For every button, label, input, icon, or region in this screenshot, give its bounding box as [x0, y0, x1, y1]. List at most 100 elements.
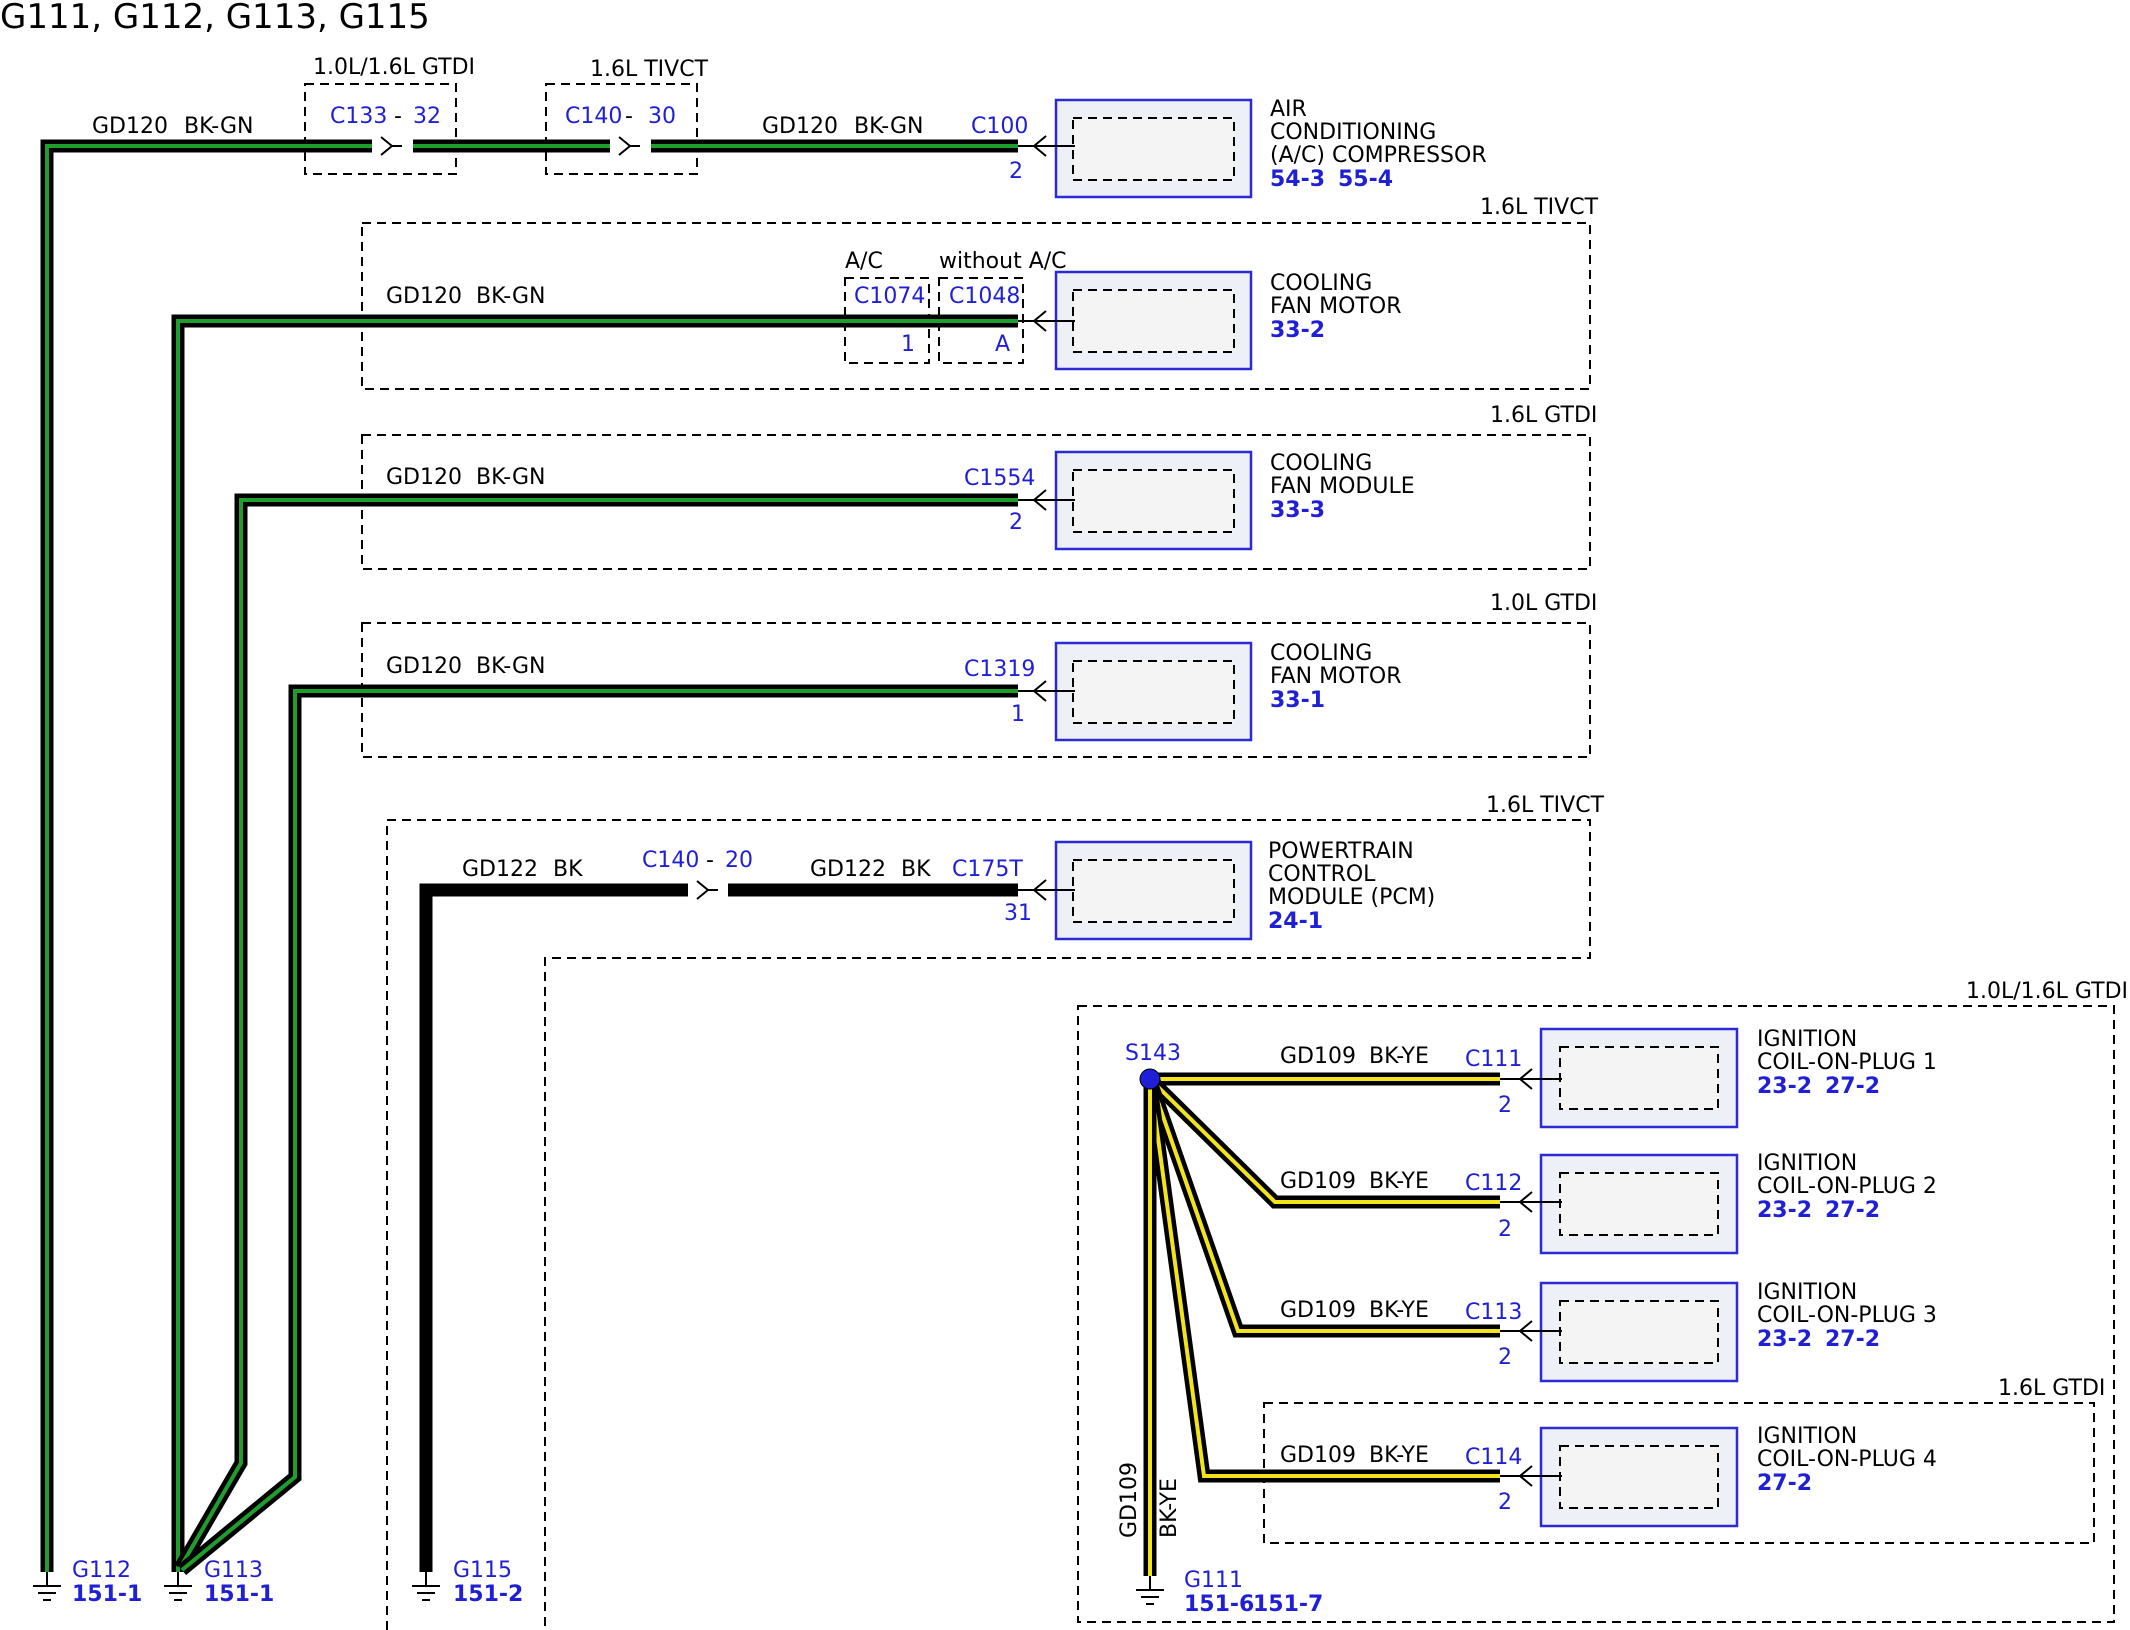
page-ref-link[interactable]: 33-1 [1270, 688, 1325, 713]
component-name-line: IGNITION [1757, 1027, 1857, 1052]
page-ref-link[interactable]: 151-7 [1253, 1592, 1323, 1617]
connector-c100-pin: 2 [1009, 159, 1023, 184]
wire-gd120-fan-b [177, 684, 1018, 1576]
component-label-coil-1: IGNITION COIL-ON-PLUG 1 23-2 27-2 [1757, 1027, 1937, 1099]
wire-label-circuit: GD109 [1280, 1443, 1356, 1468]
connector-c140[interactable]: C140 [642, 848, 699, 873]
page-ref-link[interactable]: 27-2 [1825, 1198, 1880, 1223]
connector-dash: - [625, 104, 633, 129]
connector-c175t[interactable]: C175T [952, 857, 1023, 882]
connector-c111-pin: 2 [1498, 1093, 1512, 1118]
connector-arrow-icon [1018, 310, 1075, 332]
page-ref-link[interactable]: 27-2 [1825, 1074, 1880, 1099]
connector-c113-pin: 2 [1498, 1345, 1512, 1370]
page-ref-link[interactable]: 151-1 [204, 1582, 274, 1607]
connector-c1048-pin: A [995, 332, 1010, 357]
wire-label-circuit: GD120 [386, 654, 462, 679]
connector-c133[interactable]: C133 [330, 104, 387, 129]
wire-label-color: BK-GN [854, 114, 923, 139]
component-label-coil-2: IGNITION COIL-ON-PLUG 2 23-2 27-2 [1757, 1151, 1937, 1223]
connector-arrow-icon [1500, 1068, 1562, 1090]
page-ref-link[interactable]: 151-2 [453, 1582, 523, 1607]
option-box-coil4 [1263, 1402, 2095, 1544]
connector-arrow-icon [1018, 135, 1075, 157]
connector-c112[interactable]: C112 [1465, 1171, 1522, 1196]
option-box-fan-motor-a [361, 222, 1591, 390]
component-inner-pcm [1072, 859, 1235, 923]
wire-label-circuit: GD120 [386, 284, 462, 309]
ground-symbol-icon [412, 1572, 440, 1601]
component-label-coil-3: IGNITION COIL-ON-PLUG 3 23-2 27-2 [1757, 1280, 1937, 1352]
wire-label-circuit: GD109 [1280, 1298, 1356, 1323]
connector-c1048[interactable]: C1048 [949, 284, 1020, 309]
page-ref-link[interactable]: 33-3 [1270, 498, 1325, 523]
connector-c111[interactable]: C111 [1465, 1047, 1522, 1072]
connector-arrow-icon [1500, 1320, 1562, 1342]
component-name-line: COOLING [1270, 451, 1372, 476]
component-name-line: MODULE (PCM) [1268, 885, 1435, 910]
component-name-line: POWERTRAIN [1268, 839, 1414, 864]
connector-c1074[interactable]: C1074 [854, 284, 925, 309]
ground-g115[interactable]: G115 [453, 1558, 512, 1583]
component-name-line: COIL-ON-PLUG 1 [1757, 1050, 1937, 1075]
component-name-line: COIL-ON-PLUG 3 [1757, 1303, 1937, 1328]
component-label-coil-4: IGNITION COIL-ON-PLUG 4 27-2 [1757, 1424, 1937, 1496]
component-inner-ac [1072, 117, 1235, 181]
ground-symbol-icon [164, 1572, 192, 1601]
page-ref-link[interactable]: 55-4 [1338, 167, 1393, 192]
wire-label-circuit: GD109 [1280, 1044, 1356, 1069]
component-label-ac: AIR CONDITIONING (A/C) COMPRESSOR 54-3 5… [1270, 97, 1487, 192]
connector-c114[interactable]: C114 [1465, 1445, 1522, 1470]
connector-c140-pin[interactable]: 30 [648, 104, 676, 129]
option-label-ignition: 1.0L/1.6L GTDI [1966, 979, 2128, 1004]
wire-gd122-g115 [419, 883, 688, 1572]
component-inner-fan-module [1072, 469, 1235, 533]
connector-c113[interactable]: C113 [1465, 1300, 1522, 1325]
page-ref-link[interactable]: 23-2 [1757, 1327, 1812, 1352]
ground-g113[interactable]: G113 [204, 1558, 263, 1583]
connector-dash: - [706, 848, 714, 873]
component-inner-fan-b [1072, 660, 1235, 724]
wire-label-circuit: GD109 [1280, 1169, 1356, 1194]
component-inner-coil-2 [1559, 1172, 1719, 1236]
component-name-line: IGNITION [1757, 1280, 1857, 1305]
option-label-fan-module: 1.6L GTDI [1490, 403, 1597, 428]
component-name-line: CONDITIONING [1270, 120, 1436, 145]
option-label-fan-motor-a: 1.6L TIVCT [1480, 195, 1599, 220]
connector-c175t-pin: 31 [1004, 901, 1032, 926]
connector-c1554[interactable]: C1554 [964, 466, 1035, 491]
page-ref-link[interactable]: 33-2 [1270, 318, 1325, 343]
page-ref-link[interactable]: 23-2 [1757, 1198, 1812, 1223]
connector-c133-pin[interactable]: 32 [413, 104, 441, 129]
splice-s143[interactable]: S143 [1125, 1041, 1181, 1066]
page-ref-link[interactable]: 24-1 [1268, 909, 1323, 934]
splice-dot-icon [1139, 1068, 1161, 1090]
connector-c100[interactable]: C100 [971, 114, 1028, 139]
wire-label-color: BK-YE [1369, 1169, 1429, 1194]
page-ref-link[interactable]: 151-1 [72, 1582, 142, 1607]
connector-dash: - [394, 104, 402, 129]
page-ref-link[interactable]: 27-2 [1757, 1471, 1812, 1496]
component-name-line: FAN MOTOR [1270, 664, 1401, 689]
connector-c140[interactable]: C140 [565, 104, 622, 129]
wire-gd120-g112 [40, 139, 372, 1572]
ground-g111[interactable]: G111 [1184, 1568, 1243, 1593]
wire-label-circuit: GD120 [386, 465, 462, 490]
wires-bk [419, 883, 1018, 1572]
page-ref-link[interactable]: 27-2 [1825, 1327, 1880, 1352]
page-ref-link[interactable]: 54-3 [1270, 167, 1325, 192]
component-label-fan-motor-a: COOLING FAN MOTOR 33-2 [1270, 271, 1401, 343]
connector-c140-pin[interactable]: 20 [725, 848, 753, 873]
wire-gd120-fan-a [171, 314, 1018, 1572]
connector-c1319[interactable]: C1319 [964, 657, 1035, 682]
wires-bk-gn [40, 139, 1018, 1576]
component-inner-coil-4 [1559, 1445, 1719, 1509]
wire-label-color: BK-YE [1369, 1044, 1429, 1069]
page-ref-link[interactable]: 23-2 [1757, 1074, 1812, 1099]
option-label-pcm: 1.6L TIVCT [1486, 793, 1605, 818]
ground-g112[interactable]: G112 [72, 1558, 131, 1583]
connector-arrow-icon [618, 136, 640, 156]
wire-label-color: BK-YE [1369, 1443, 1429, 1468]
option-label-ac: A/C [845, 249, 883, 274]
page-ref-link[interactable]: 151-6 [1184, 1592, 1254, 1617]
